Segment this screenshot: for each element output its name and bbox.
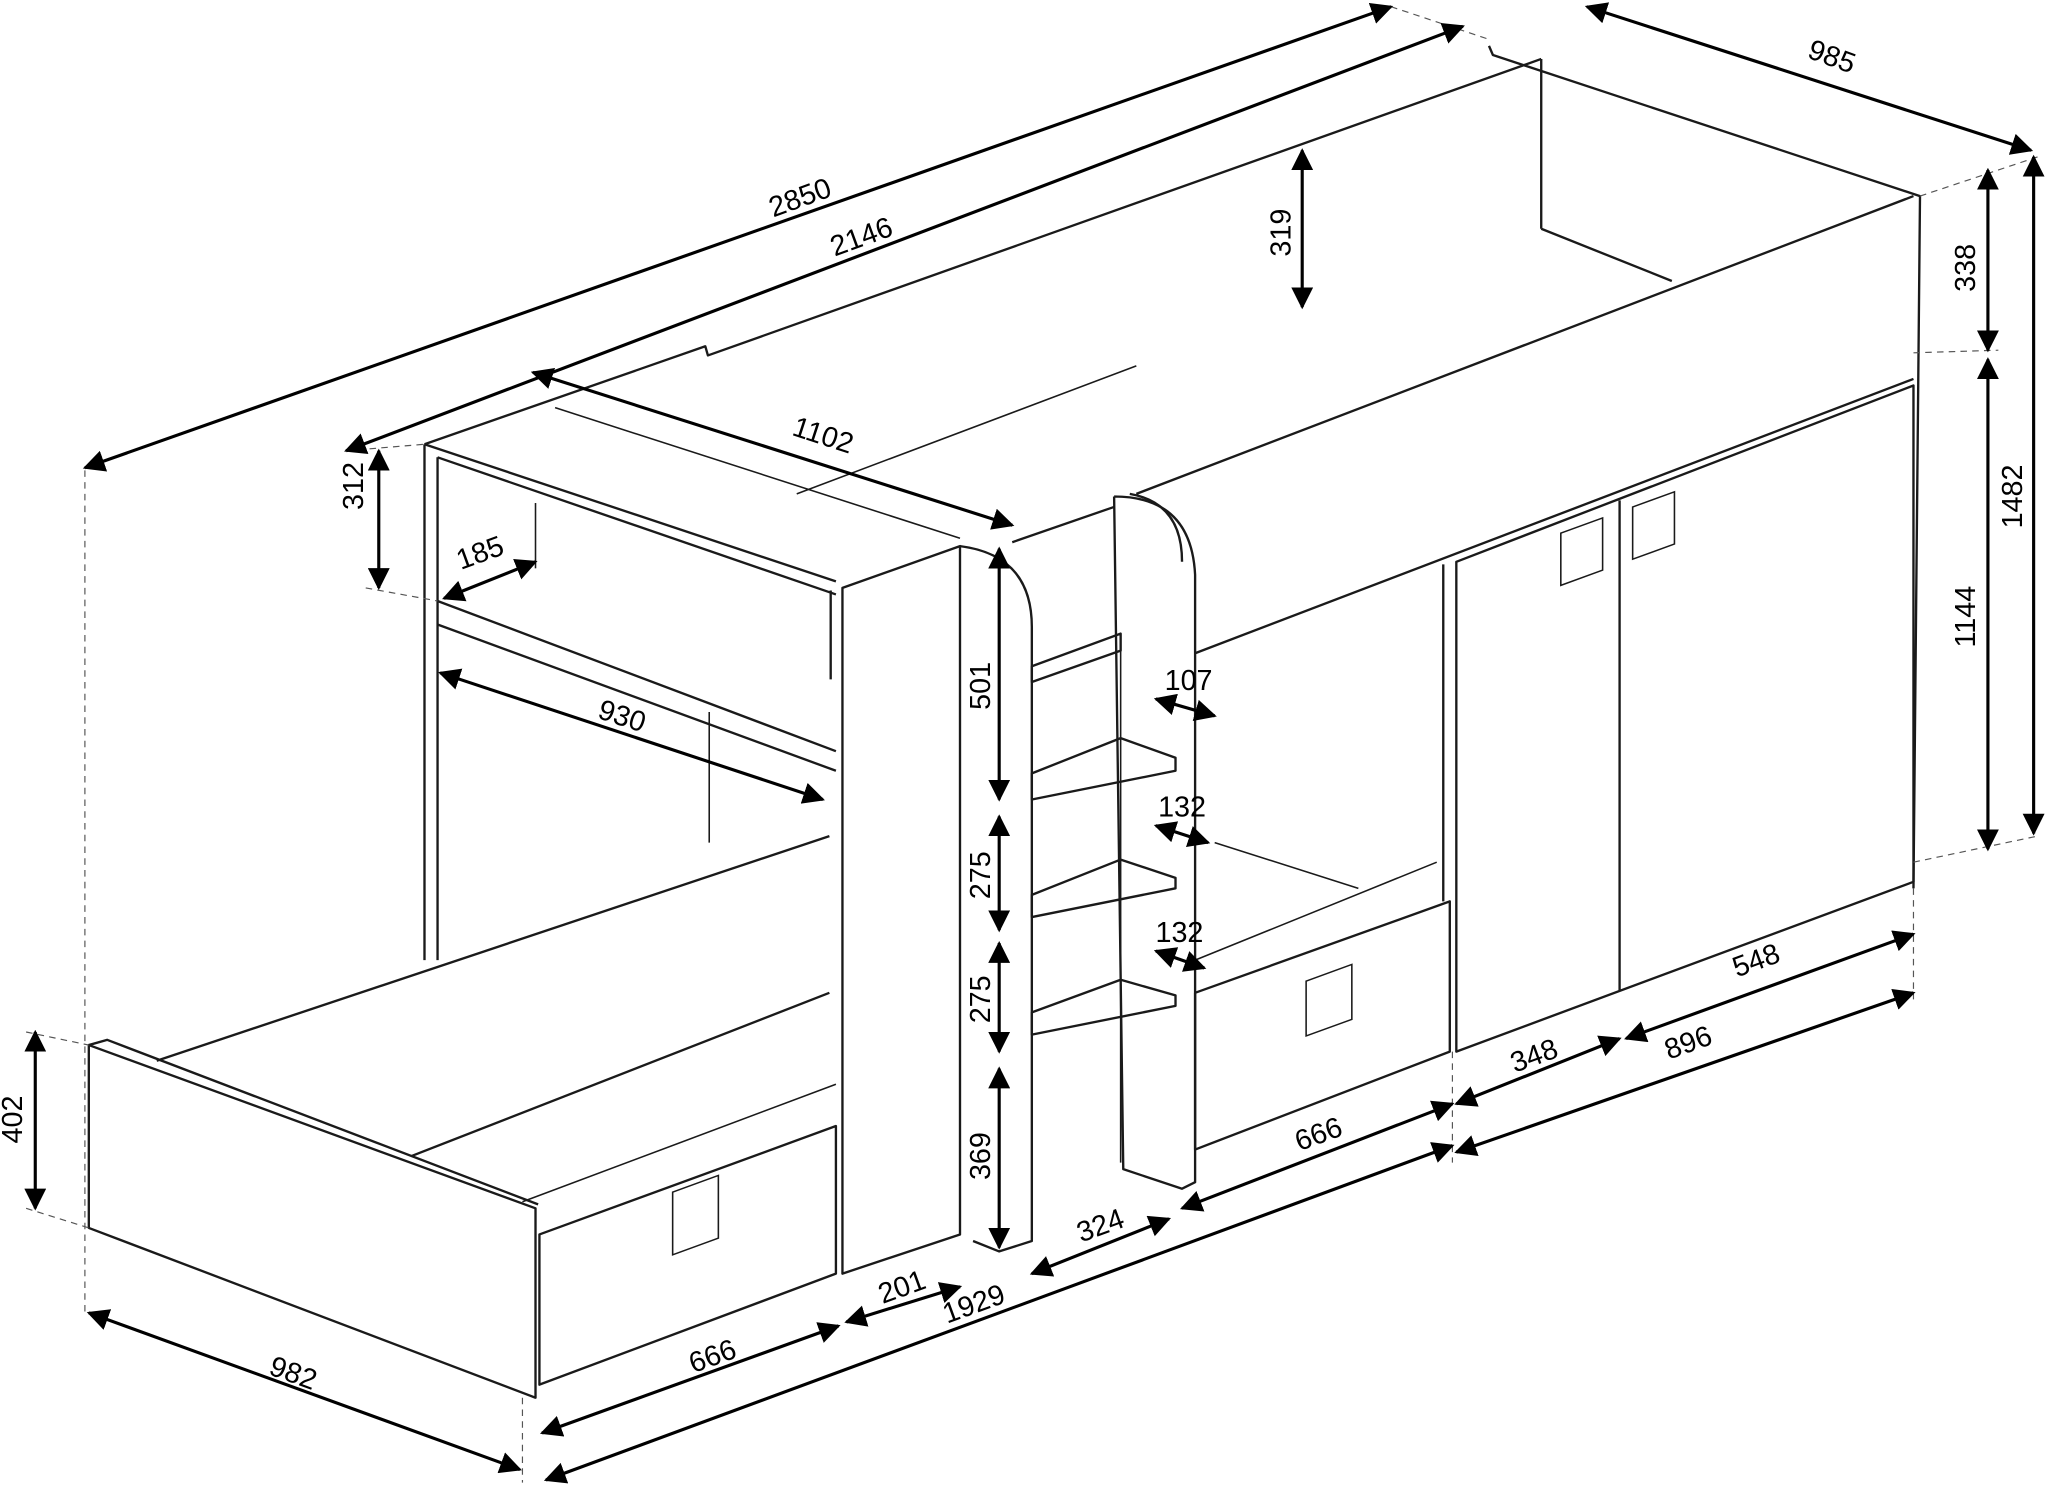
drawer-handle [1305, 963, 1353, 1038]
dim-label-cabinet-height: 1144 [1950, 586, 1982, 648]
dim-label-ladder-width: 324 [1073, 1203, 1129, 1249]
dim-label-ladder-top: 501 [965, 662, 997, 710]
dim-label-door-right: 548 [1728, 938, 1784, 984]
ladder-step [1030, 858, 1177, 919]
dimension-lines [24, 2, 2045, 1484]
furniture-outline [87, 45, 1922, 1399]
dim-label-footboard-height: 402 [0, 1096, 29, 1144]
door-handle [1631, 490, 1676, 561]
dim-label-cabinet-width: 896 [1660, 1020, 1716, 1066]
dim-label-post-width: 201 [874, 1264, 930, 1310]
ladder-step [1030, 632, 1122, 684]
dim-label-step-bottom: 369 [965, 1132, 997, 1180]
lower-bed-footboard [87, 1043, 537, 1399]
ladder-rail-left [959, 544, 1034, 1253]
dim-label-right-drawer: 666 [1291, 1111, 1347, 1157]
dim-label-rim-height: 338 [1950, 244, 1982, 292]
ladder-step [1030, 978, 1177, 1036]
right-drawer [1193, 900, 1451, 1151]
cabinet-doors [1455, 384, 1915, 1053]
drawer-handle [671, 1174, 720, 1256]
dim-label-total-height: 1482 [1997, 465, 2029, 529]
dim-label-step-spacing-1: 275 [965, 851, 997, 899]
dim-label-guard-height: 319 [1265, 209, 1297, 257]
lower-drawer [538, 1124, 838, 1386]
dim-label-depth: 985 [1804, 34, 1860, 80]
ladder-rail-right [1112, 495, 1197, 1190]
dim-label-shelf-depth: 185 [452, 530, 508, 576]
ladder-step [1030, 736, 1177, 801]
dim-label-lower-drawer: 666 [685, 1333, 741, 1379]
dim-label-step-depth-1: 107 [1165, 665, 1213, 697]
dim-label-shelf-length: 1102 [789, 411, 858, 461]
post-column [841, 544, 962, 1275]
dim-label-step-spacing-2: 275 [965, 975, 997, 1023]
dim-label-lower-width: 982 [265, 1350, 321, 1396]
dim-label-step-depth-3: 132 [1155, 917, 1203, 949]
dim-label-step-depth-2: 132 [1158, 791, 1206, 823]
dim-label-clearance-length: 930 [594, 694, 649, 739]
dimension-labels: 2850 2146 985 319 338 1482 1144 1102 312… [0, 34, 2029, 1397]
dim-label-door-left: 348 [1506, 1033, 1562, 1079]
door-handle [1560, 516, 1604, 587]
dim-label-shelf-height: 312 [338, 462, 370, 510]
